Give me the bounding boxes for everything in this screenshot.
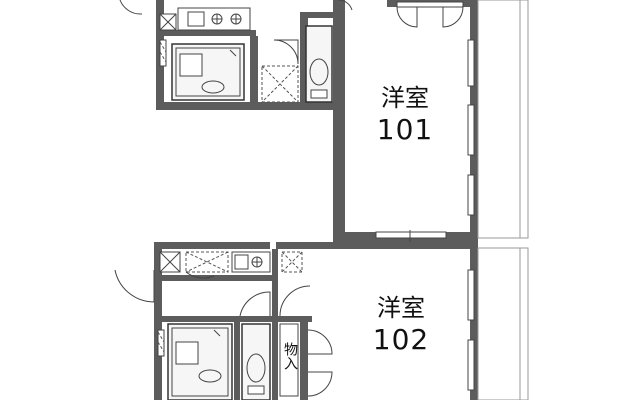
wall [162, 275, 278, 281]
wall [164, 30, 256, 36]
toilet-icon [309, 58, 329, 86]
wall [300, 12, 333, 18]
window [467, 104, 475, 156]
sink [234, 254, 249, 270]
closet-label: 物入 [282, 342, 298, 370]
wall [272, 322, 278, 400]
entry-door [119, 0, 143, 15]
unit-102 [114, 242, 529, 400]
washer-space [261, 65, 299, 103]
wall [333, 0, 345, 242]
room-label-102: 洋室 102 [356, 294, 446, 356]
wall [250, 36, 258, 104]
toilet-room [305, 25, 333, 103]
door [239, 291, 271, 317]
closet [279, 323, 299, 397]
window [375, 231, 447, 239]
door [337, 0, 353, 11]
bath-faucet [179, 53, 203, 77]
door [279, 285, 311, 317]
wall [154, 242, 270, 249]
window [467, 174, 475, 216]
wash-basin [198, 369, 222, 383]
unit-number: 101 [376, 112, 434, 146]
entry-door [114, 269, 155, 303]
wall [300, 322, 308, 400]
door [157, 329, 165, 357]
wall [162, 316, 312, 322]
unit-number: 102 [372, 322, 430, 356]
wash-basin [201, 80, 225, 94]
unit-101 [119, 0, 529, 244]
washer-space [281, 251, 303, 273]
door [159, 39, 167, 67]
balcony [477, 247, 529, 400]
room-type: 洋室 [377, 294, 425, 322]
wall [156, 102, 333, 110]
window [467, 339, 475, 391]
window [467, 269, 475, 321]
room-type: 洋室 [381, 84, 429, 112]
wall [154, 242, 162, 400]
wall [234, 322, 240, 400]
balcony [477, 0, 529, 239]
toilet-icon [246, 353, 266, 383]
closet-door [442, 6, 464, 28]
window [467, 39, 475, 87]
wall [470, 242, 478, 400]
wall [276, 242, 478, 249]
bath-faucet [175, 341, 199, 365]
door [273, 39, 299, 65]
room-label-101: 洋室 101 [360, 84, 450, 146]
wall [272, 249, 278, 317]
sink [187, 11, 205, 27]
closet-door [307, 371, 333, 397]
closet-door [396, 6, 418, 28]
fridge-space [185, 251, 229, 273]
door [185, 271, 215, 279]
closet-door [307, 329, 333, 355]
wall [300, 12, 308, 102]
